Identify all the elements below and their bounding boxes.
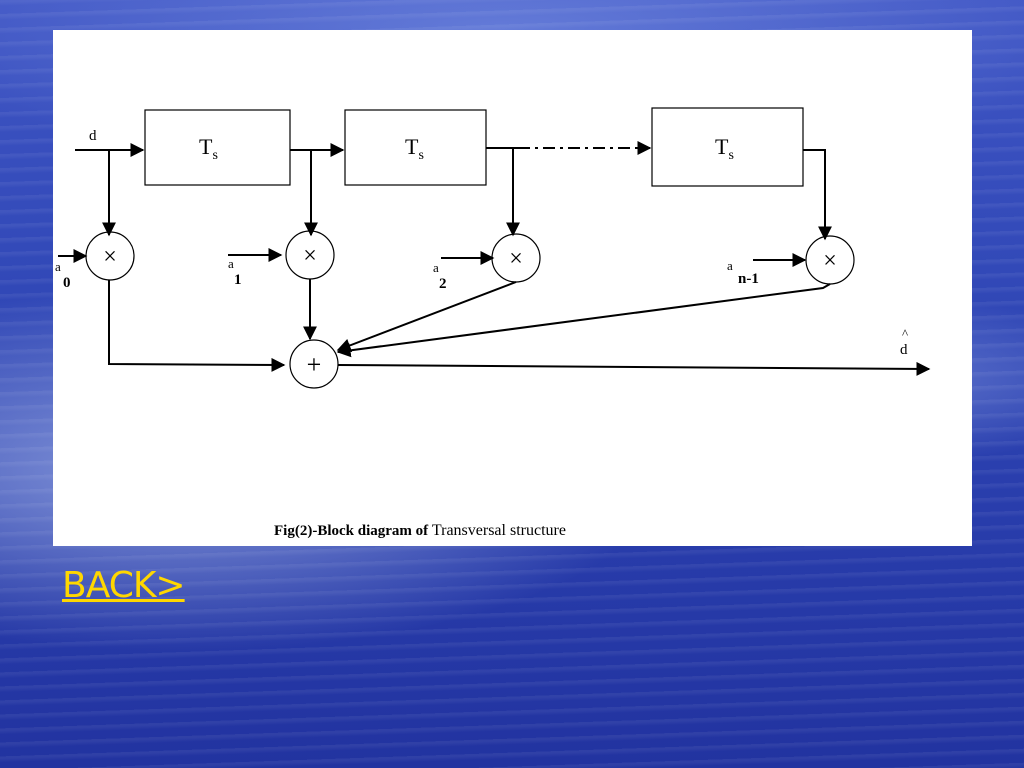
delay-label-1: Ts bbox=[199, 134, 218, 163]
delay-label-3: Ts bbox=[715, 134, 734, 163]
coef-label-2-sub: 2 bbox=[439, 276, 447, 292]
back-link[interactable]: BACK> bbox=[62, 565, 186, 606]
coef-label-1-main: a bbox=[228, 256, 234, 271]
output-line bbox=[337, 361, 931, 376]
coef-label-n-1-main: a bbox=[727, 258, 733, 273]
diagram-figure: × × × × + Ts Ts Ts d ^ d a 0 a 1 a 2 a n… bbox=[53, 30, 972, 546]
mul-out-2 bbox=[336, 281, 517, 353]
tap-n-1 bbox=[803, 149, 832, 241]
figure-caption: Fig(2)-Block diagram of Transversal stru… bbox=[274, 522, 566, 539]
delay-block-3 bbox=[651, 107, 804, 187]
block-diagram: × × × × + Ts Ts Ts d ^ d a 0 a 1 a 2 a n… bbox=[55, 107, 931, 539]
adder-symbol: + bbox=[307, 350, 322, 379]
delay-label-2: Ts bbox=[405, 134, 424, 163]
output-hat: ^ bbox=[902, 326, 908, 341]
mul-out-0 bbox=[108, 280, 286, 372]
output-label: d bbox=[900, 342, 908, 358]
input-label: d bbox=[89, 128, 97, 144]
multiplier-symbol-0: × bbox=[103, 244, 117, 270]
coef-label-2-main: a bbox=[433, 260, 439, 275]
coef-label-n-1-sub: n-1 bbox=[738, 271, 759, 287]
coef-label-0-main: a bbox=[55, 259, 61, 274]
delay-block-1 bbox=[144, 109, 291, 186]
adder bbox=[289, 339, 339, 389]
multiplier-symbol-n-1: × bbox=[823, 248, 837, 274]
mul-out-n-1 bbox=[336, 283, 831, 358]
multiplier-symbol-2: × bbox=[509, 246, 523, 272]
tap-2 bbox=[506, 147, 520, 237]
multiplier-symbol-1: × bbox=[303, 243, 317, 269]
coef-label-1-sub: 1 bbox=[234, 272, 242, 288]
coef-label-0-sub: 0 bbox=[63, 275, 71, 291]
